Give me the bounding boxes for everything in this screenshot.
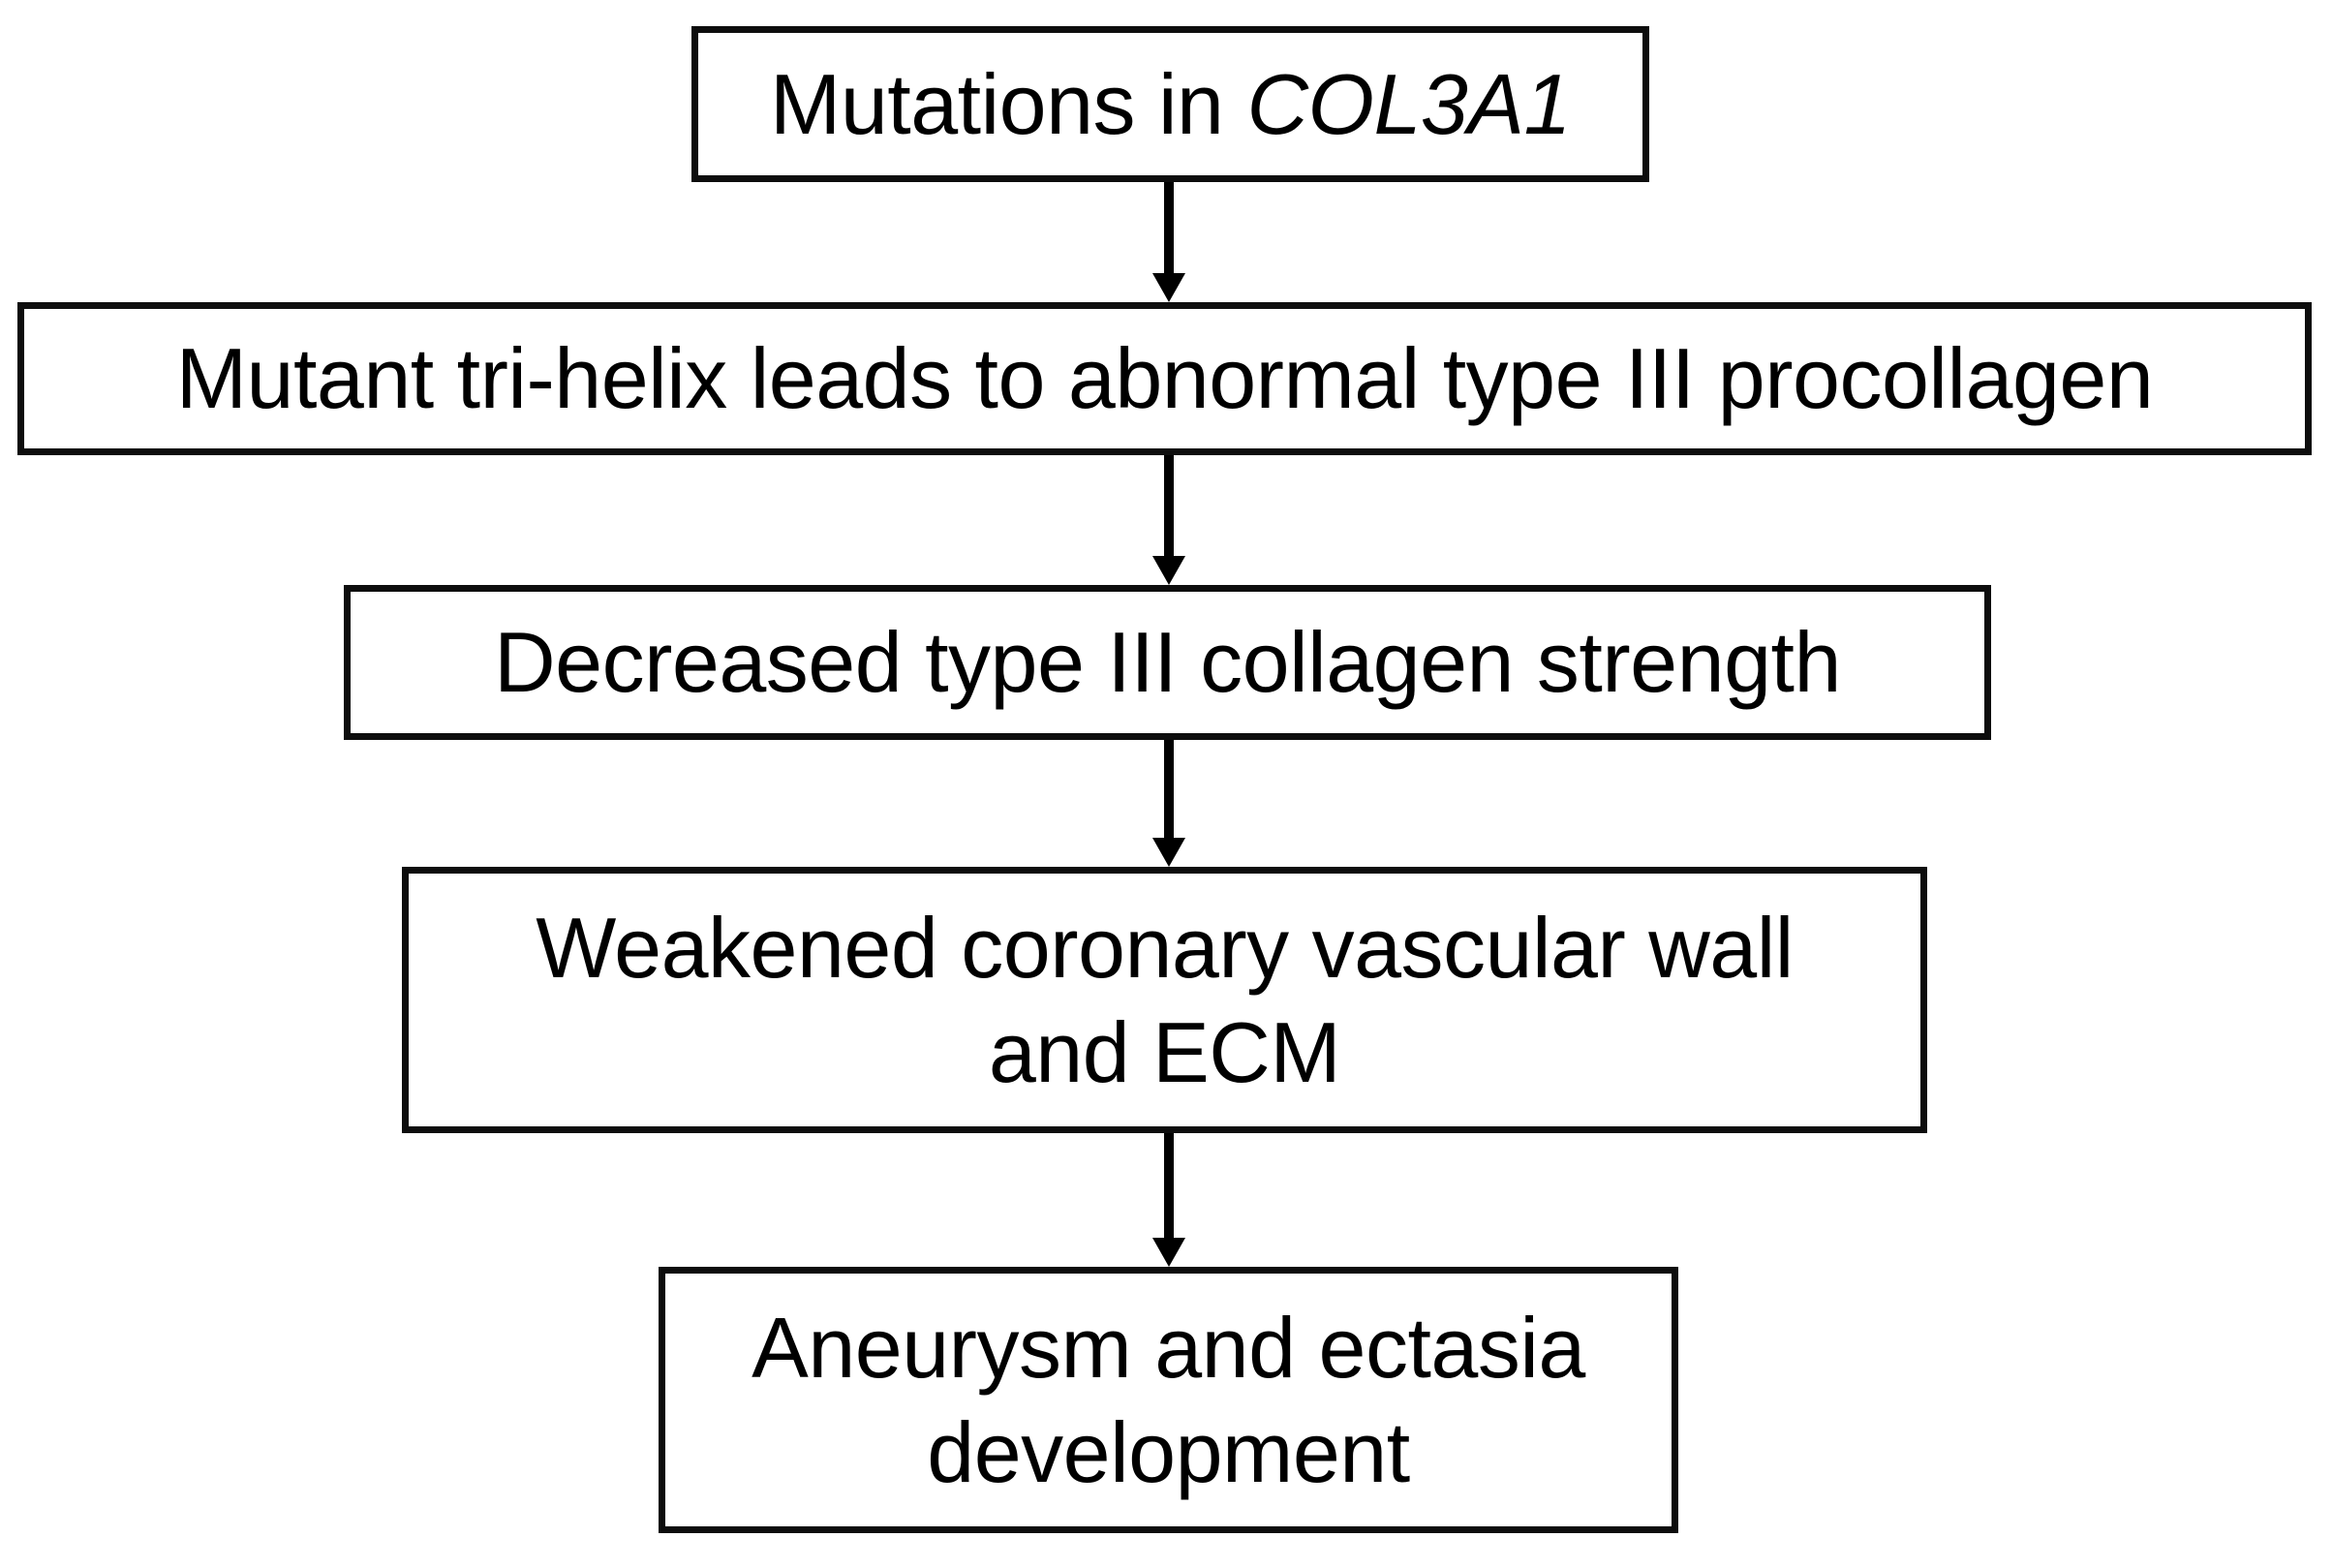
flowchart-node-aneurysm[interactable]: Aneurysm and ectasia development bbox=[659, 1267, 1678, 1533]
node-label-aneurysm: Aneurysm and ectasia development bbox=[752, 1300, 1585, 1500]
arrow-shaft bbox=[1164, 455, 1174, 556]
arrow-shaft bbox=[1164, 740, 1174, 838]
gene-name-col3a1: COL3A1 bbox=[1246, 55, 1571, 152]
arrowhead-down-icon bbox=[1152, 556, 1185, 585]
arrowhead-down-icon bbox=[1152, 1238, 1185, 1267]
arrow-strength-to-vascular-wall bbox=[1152, 740, 1185, 867]
arrow-shaft bbox=[1164, 182, 1174, 273]
arrow-mutations-to-procollagen bbox=[1152, 182, 1185, 302]
arrow-shaft bbox=[1164, 1133, 1174, 1238]
arrow-procollagen-to-strength bbox=[1152, 455, 1185, 585]
flowchart-node-procollagen[interactable]: Mutant tri-helix leads to abnormal type … bbox=[17, 302, 2312, 455]
flowchart-node-collagen-strength[interactable]: Decreased type III collagen strength bbox=[344, 585, 1991, 740]
flowchart-node-vascular-wall[interactable]: Weakened coronary vascular wall and ECM bbox=[402, 867, 1927, 1133]
node-label-mutations: Mutations in COL3A1 bbox=[752, 52, 1588, 156]
node-label-collagen-strength: Decreased type III collagen strength bbox=[494, 614, 1841, 711]
node-label-procollagen: Mutant tri-helix leads to abnormal type … bbox=[175, 330, 2154, 427]
flowchart-node-mutations[interactable]: Mutations in COL3A1 bbox=[691, 26, 1649, 182]
arrow-vascular-wall-to-aneurysm bbox=[1152, 1133, 1185, 1267]
node-text-mutations-prefix: Mutations in bbox=[770, 55, 1247, 152]
arrowhead-down-icon bbox=[1152, 273, 1185, 302]
node-label-vascular-wall: Weakened coronary vascular wall and ECM bbox=[536, 900, 1794, 1100]
arrowhead-down-icon bbox=[1152, 838, 1185, 867]
